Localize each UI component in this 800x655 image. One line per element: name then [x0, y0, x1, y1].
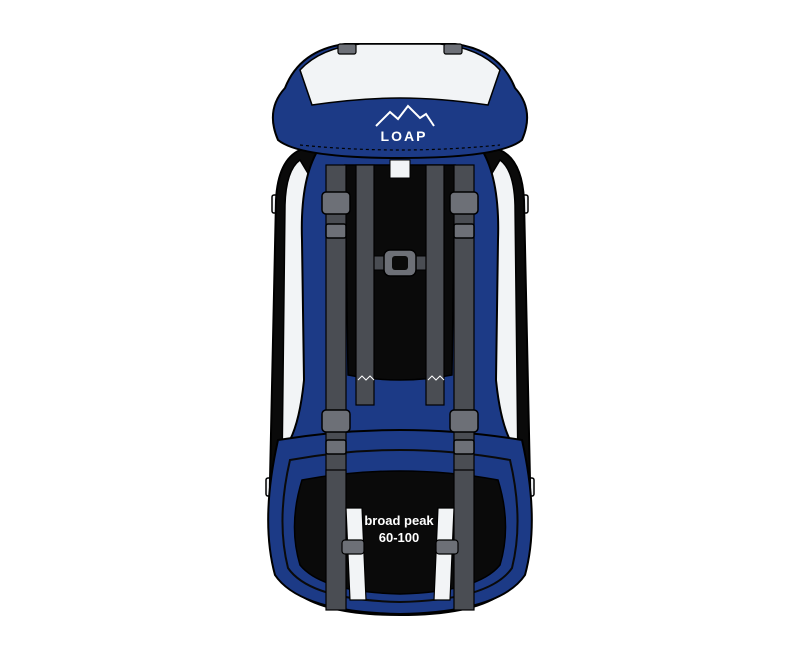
bottom-buckles — [341, 539, 459, 555]
brand-logo: LOAP — [375, 104, 435, 144]
model-name: broad peak — [364, 513, 434, 528]
lid-top-clips — [337, 43, 463, 55]
buckles-upper — [321, 191, 479, 239]
buckles-lower — [321, 409, 479, 455]
bottom-piping — [281, 449, 519, 604]
lid-white-top — [299, 43, 501, 106]
brand-name: LOAP — [381, 128, 428, 144]
model-capacity: 60-100 — [379, 530, 419, 545]
center-buckle — [369, 249, 431, 277]
mountain-icon — [375, 104, 435, 127]
pocket-top-tab — [389, 159, 411, 179]
compression-straps — [325, 164, 475, 476]
lid-seam — [299, 144, 501, 151]
bottom-inner-oval — [293, 470, 507, 595]
strap-adjusters — [357, 375, 445, 381]
